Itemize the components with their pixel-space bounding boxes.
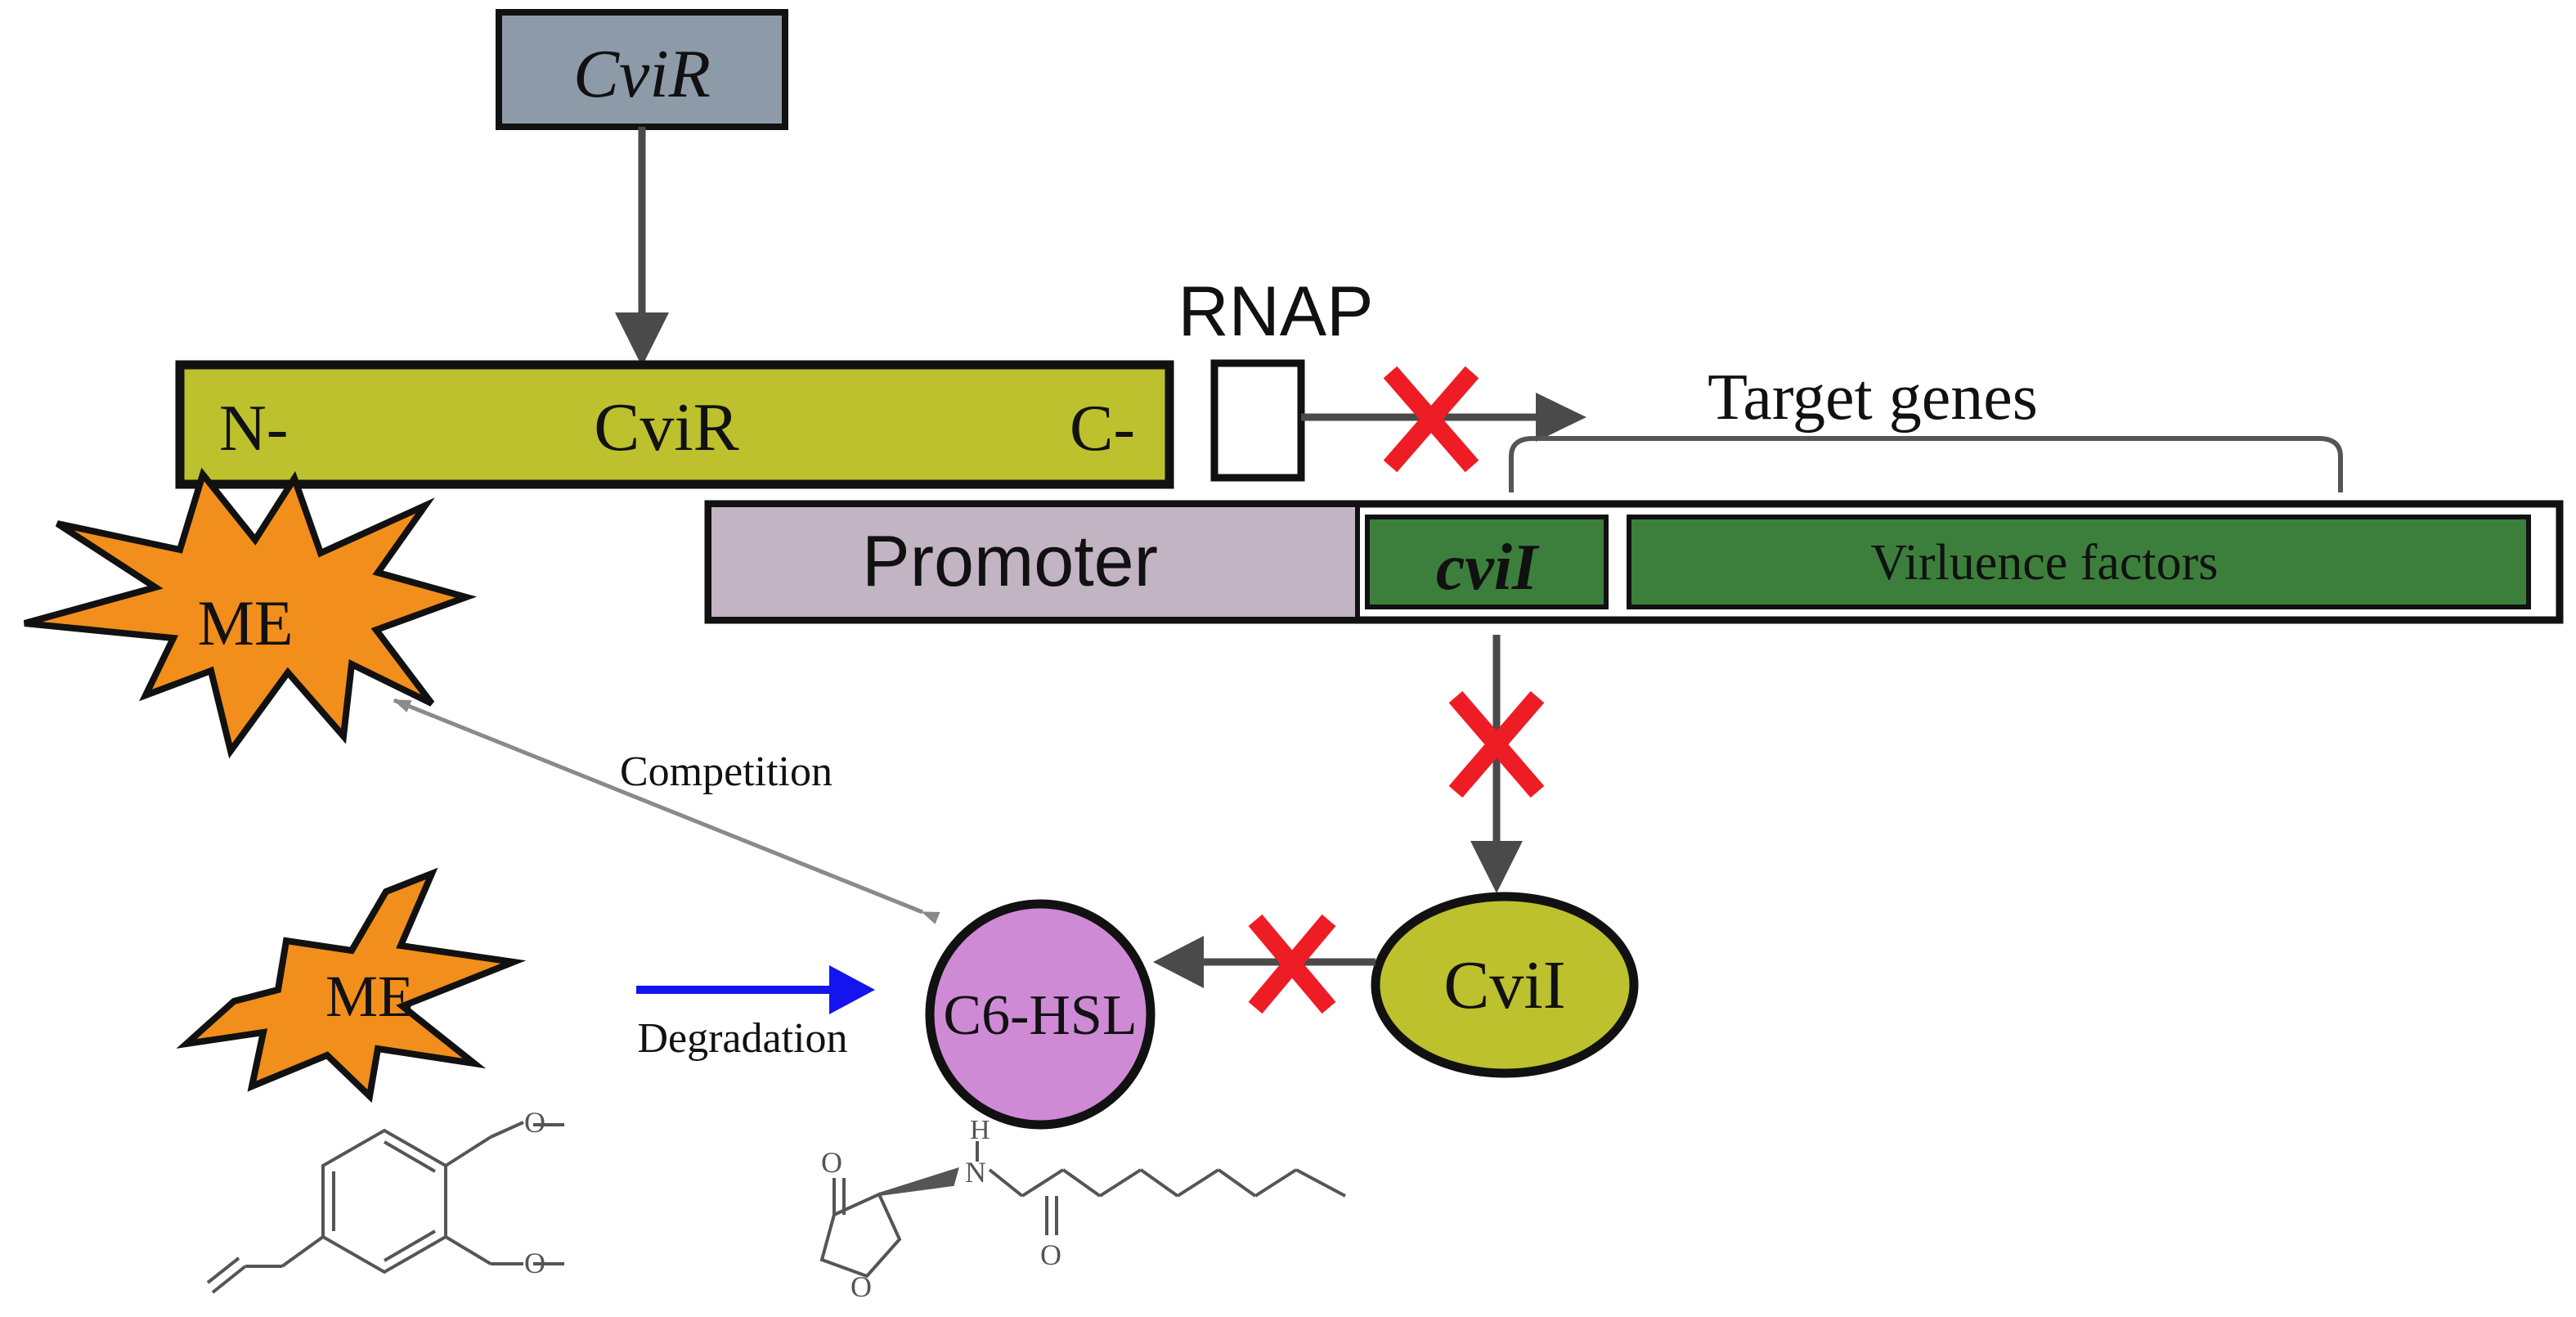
degradation-arrow-head	[829, 965, 875, 1014]
cvii-gene-label: cviI	[1436, 532, 1540, 604]
cvir-n-terminus-label: N-	[219, 393, 288, 465]
me-bottom-label: ME	[325, 964, 414, 1029]
promoter-region	[711, 507, 1358, 617]
promoter-label: Promoter	[862, 520, 1158, 601]
c6-hsl-structure-o-amide: O	[1040, 1238, 1061, 1271]
c6-hsl-structure-o-keto: O	[821, 1146, 842, 1179]
synthesis-arrow-head	[1153, 936, 1204, 988]
svg-text:O: O	[524, 1247, 545, 1279]
cvii-synthesis-arrow-head	[1470, 841, 1523, 893]
cvii-gene-segment	[1365, 515, 1609, 609]
virulence-factors-label: Virluence factors	[1871, 535, 2219, 591]
translation-blocked-x-icon	[1448, 690, 1545, 798]
competition-label: Competition	[620, 748, 832, 795]
virulence-factors-segment	[1627, 515, 2531, 609]
cvii-protein-label: CviI	[1443, 947, 1565, 1023]
c6-hsl-circle	[925, 899, 1156, 1130]
cvii-protein-ellipse	[1371, 892, 1639, 1078]
degradation-label: Degradation	[637, 1015, 847, 1062]
me-chemical-structure: O O	[206, 1106, 564, 1294]
me-star-bottom	[176, 867, 527, 1103]
c6-hsl-chemical-structure	[819, 1141, 1346, 1279]
cvir-protein-bar	[175, 360, 1174, 489]
expression-arrow-head	[615, 312, 669, 366]
cvir-c-terminus-label: C-	[1070, 393, 1135, 465]
target-genes-bracket	[1509, 436, 2343, 492]
me-top-label: ME	[198, 587, 294, 658]
target-genes-label: Target genes	[1708, 362, 2038, 434]
svg-text:O: O	[524, 1106, 545, 1139]
c6-hsl-structure-o: O	[850, 1270, 872, 1303]
synthesis-blocked-x-icon	[1248, 914, 1336, 1014]
c6-hsl-label: C6-HSL	[943, 984, 1137, 1047]
me-star-top	[23, 467, 478, 759]
c6-hsl-structure-h: H	[970, 1115, 990, 1145]
cvir-gene-label: CviR	[573, 36, 711, 112]
transcription-arrow-head	[1536, 393, 1586, 442]
cvir-protein-label: CviR	[594, 389, 738, 465]
c6-hsl-structure-n: N	[965, 1156, 986, 1189]
rnap-box	[1210, 359, 1305, 482]
rnap-label: RNAP	[1178, 272, 1374, 351]
transcription-blocked-x-icon	[1383, 366, 1479, 473]
competition-arrow	[393, 698, 940, 924]
